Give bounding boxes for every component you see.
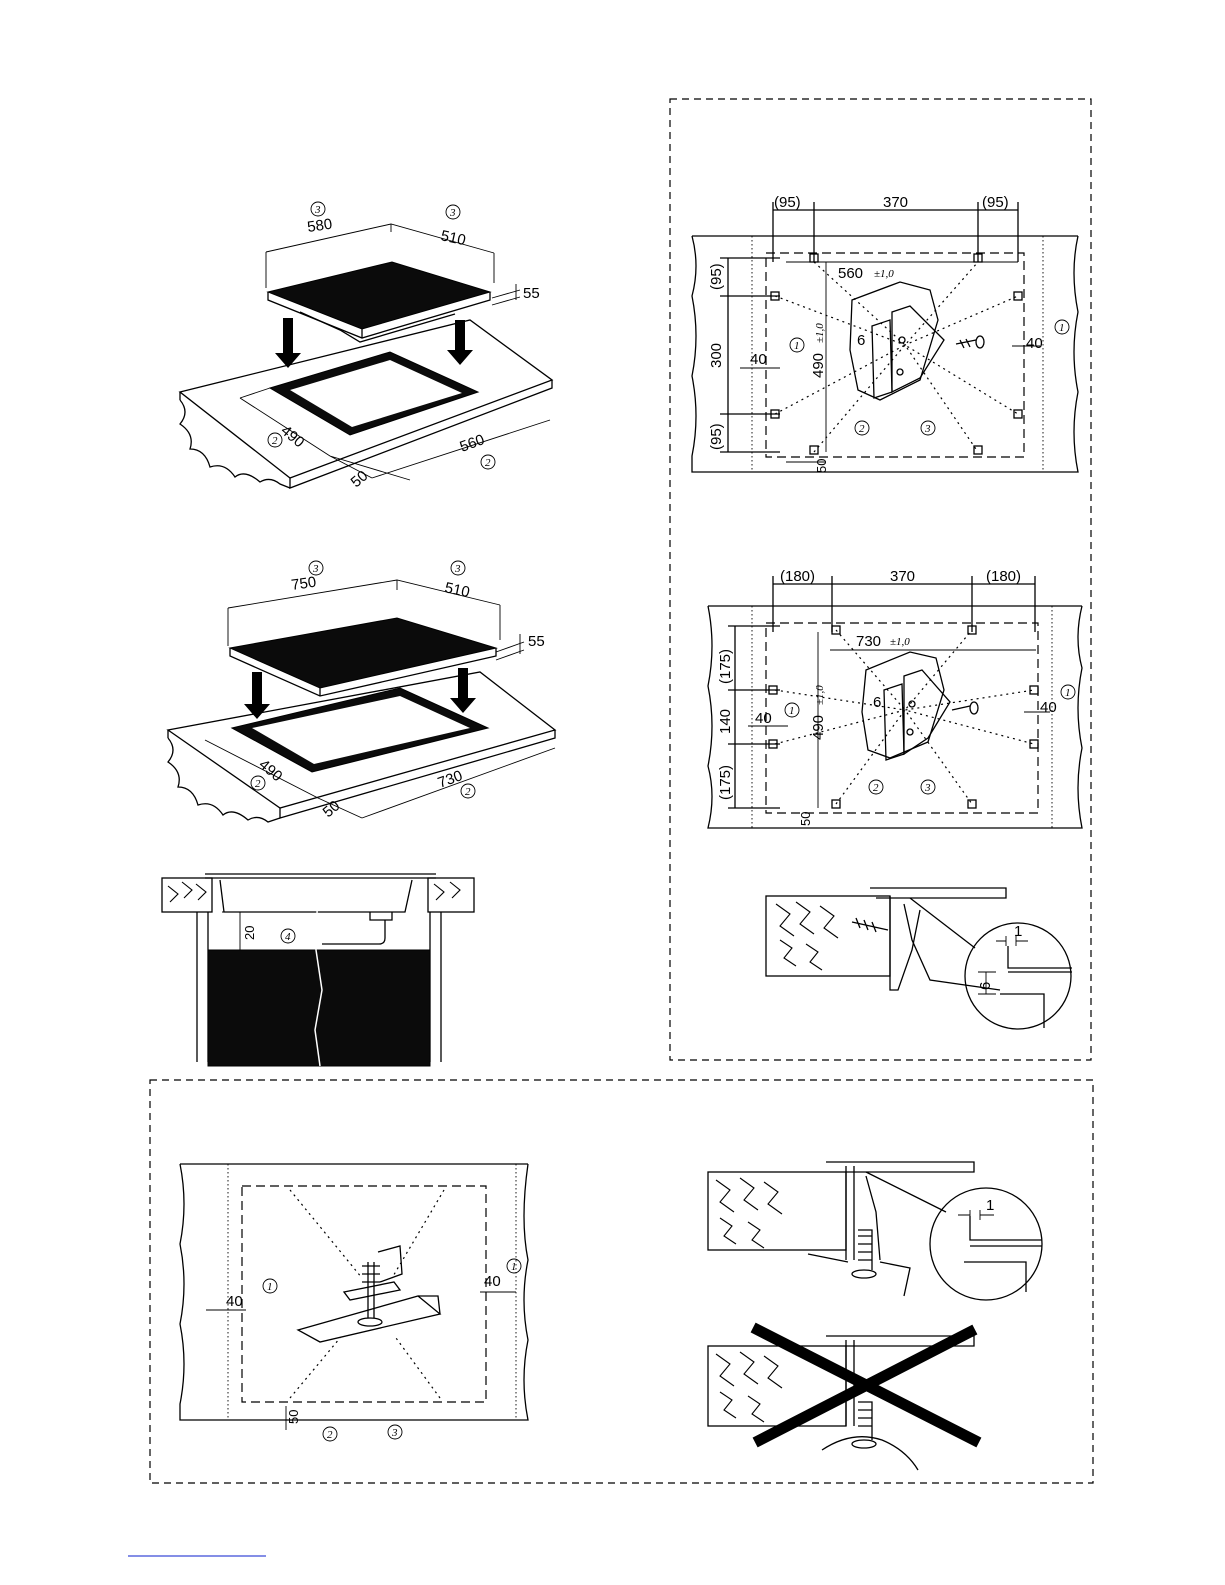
fig1-callout-d: 2 xyxy=(485,457,491,469)
plan2-callout-a: 1 xyxy=(789,705,795,717)
bracket-detail-side xyxy=(766,888,1072,1029)
plan-560-layout xyxy=(692,202,1078,472)
fig1-depth-label: 510 xyxy=(439,227,467,249)
plan1-left-mid: 300 xyxy=(708,343,725,368)
plan3-side-left: 40 xyxy=(226,1293,243,1310)
fig2-width-label: 750 xyxy=(290,574,317,594)
detail1-height: 6 xyxy=(977,982,994,990)
fig1-width-label: 580 xyxy=(306,216,333,236)
plan2-left-top: (175) xyxy=(717,649,734,684)
plan1-side-right: 40 xyxy=(1026,335,1043,352)
plan1-width-tol: ±1,0 xyxy=(874,268,894,280)
plan3-callout-a: 1 xyxy=(267,1281,273,1293)
plan1-bracket: 6 xyxy=(857,332,865,349)
fig3-clearance-label: 20 xyxy=(242,926,257,940)
plan1-callout-c: 2 xyxy=(859,423,865,435)
plan1-callout-d: 3 xyxy=(924,423,931,435)
plan1-depth-tol: ±1,0 xyxy=(814,323,826,343)
plan1-top-right: (95) xyxy=(982,194,1009,211)
plan1-side-left: 40 xyxy=(750,351,767,368)
plan-730-layout xyxy=(708,576,1082,828)
fig1-cut-width-label: 560 xyxy=(458,431,487,456)
fig1-cut-depth-label: 490 xyxy=(277,422,307,451)
hob-750-isometric xyxy=(168,580,555,822)
plan2-top-left: (180) xyxy=(780,568,815,585)
plan2-callout-d: 3 xyxy=(924,782,931,794)
fig2-callout-b: 3 xyxy=(454,563,461,575)
plan1-top-mid: 370 xyxy=(883,194,908,211)
plan3-side-right: 40 xyxy=(484,1273,501,1290)
plan3-callout-b: 1 xyxy=(511,1261,517,1273)
plan1-bottom: 50 xyxy=(814,459,829,473)
detail1-gap: 1 xyxy=(1014,923,1022,940)
plan1-width: 560 xyxy=(838,265,863,282)
clip-detail-correct xyxy=(708,1162,1042,1300)
plan1-top-left: (95) xyxy=(774,194,801,211)
fig1-callout-b: 3 xyxy=(449,207,456,219)
fig2-callout-d: 2 xyxy=(465,786,471,798)
plan2-bracket: 6 xyxy=(873,694,881,711)
hob-580-isometric xyxy=(180,224,552,488)
plan2-width: 730 xyxy=(856,633,881,650)
plan1-left-bottom: (95) xyxy=(708,423,725,450)
fig1-edge-gap-label: 50 xyxy=(348,467,372,491)
fig2-callout-c: 2 xyxy=(255,778,261,790)
plan3-callout-c: 2 xyxy=(327,1429,333,1441)
right-panel-frame xyxy=(670,99,1091,1060)
plan2-top-mid: 370 xyxy=(890,568,915,585)
plan1-callout-b: 1 xyxy=(1059,322,1065,334)
plan1-left-top: (95) xyxy=(708,263,725,290)
fig3-callout: 4 xyxy=(285,931,291,943)
plan2-depth-tol: ±1,0 xyxy=(814,685,826,705)
detail2-gap: 1 xyxy=(986,1197,994,1214)
plan2-side-left: 40 xyxy=(755,710,772,727)
plan2-bottom: 50 xyxy=(798,812,813,826)
fig2-height-label: 55 xyxy=(528,633,545,650)
plan3-callout-d: 3 xyxy=(391,1427,398,1439)
fig1-callout-c: 2 xyxy=(272,435,278,447)
plan2-callout-c: 2 xyxy=(873,782,879,794)
plan1-callout-a: 1 xyxy=(794,340,800,352)
plan1-depth: 490 xyxy=(810,353,827,378)
plan3-callouts: 1 1 2 3 xyxy=(263,1259,521,1441)
plan2-left-bottom: (175) xyxy=(717,765,734,800)
fig1-height-label: 55 xyxy=(523,285,540,302)
hob-cross-section xyxy=(162,874,474,1066)
plan2-side-right: 40 xyxy=(1040,699,1057,716)
plan2-width-tol: ±1,0 xyxy=(890,636,910,648)
clip-detail-incorrect xyxy=(708,1330,974,1470)
plan2-depth: 490 xyxy=(810,715,827,740)
plan2-top-right: (180) xyxy=(986,568,1021,585)
fig2-callout-a: 3 xyxy=(312,563,319,575)
fig1-callout-a: 3 xyxy=(314,204,321,216)
plan3-bottom: 50 xyxy=(286,1410,301,1424)
plan2-callout-b: 1 xyxy=(1065,687,1071,699)
plan2-left-mid: 140 xyxy=(717,709,734,734)
fig2-depth-label: 510 xyxy=(443,579,471,601)
